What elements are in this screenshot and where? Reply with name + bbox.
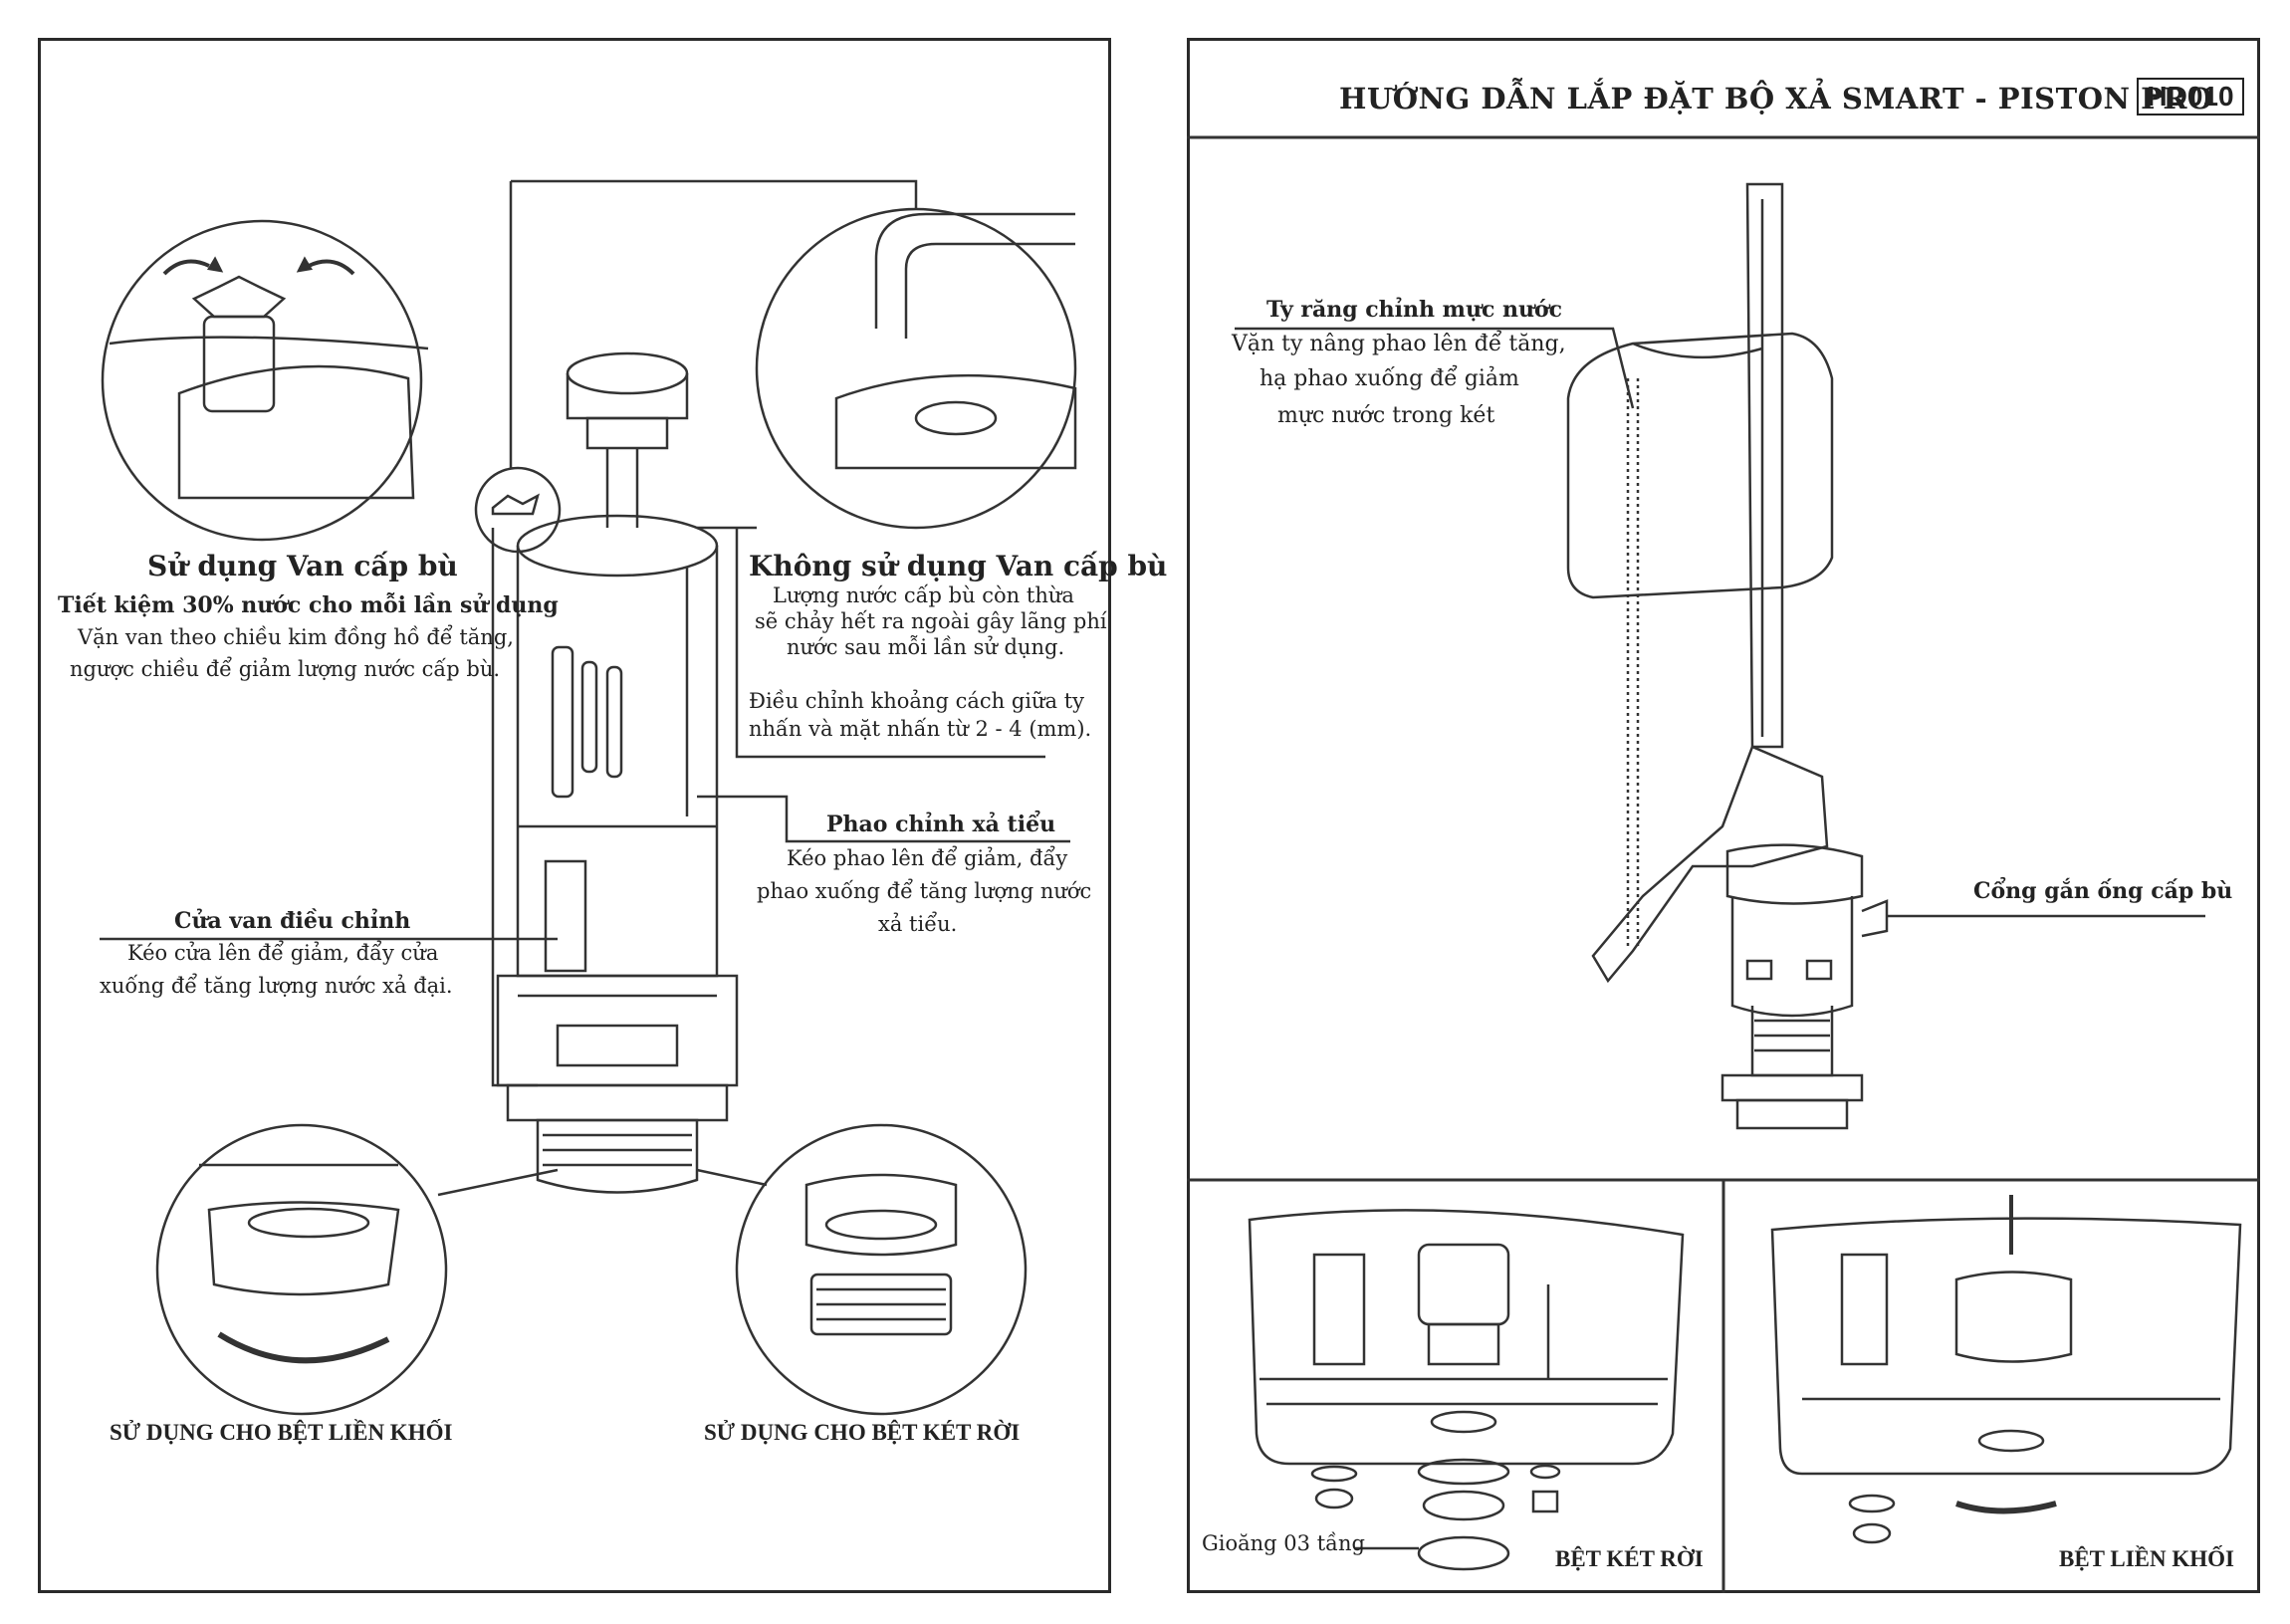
no-valve-line4: Điều chỉnh khoảng cách giữa ty (749, 689, 1084, 713)
no-valve-line5: nhấn và mặt nhấn từ 2 - 4 (mm). (749, 717, 1092, 741)
gate-line2: xuống để tăng lượng nước xả đại. (100, 974, 453, 998)
gate-title: Cửa van điều chỉnh (174, 908, 411, 934)
bottom-caption-one-piece: BỆT LIỀN KHỐI (2059, 1546, 2234, 1571)
gate-line1: Kéo cửa lên để giảm, đẩy cửa (127, 941, 439, 965)
flush-valve-body (474, 351, 739, 1194)
float-line2: phao xuống để tăng lượng nước (757, 879, 1092, 903)
one-piece-detail-circle (155, 1123, 559, 1416)
leader-float (697, 795, 1070, 843)
document-code-badge: HD010 (2137, 78, 2244, 116)
rod-leader (1235, 327, 1635, 409)
use-valve-subtitle: Tiết kiệm 30% nước cho mỗi lần sử dụng (58, 592, 559, 618)
two-piece-detail-circle (696, 1123, 1028, 1416)
no-valve-title: Không sử dụng Van cấp bù (749, 550, 1168, 582)
bottom-caption-two-piece: BỆT KÉT RỜI (1555, 1546, 1704, 1571)
float-line1: Kéo phao lên để giảm, đẩy (787, 846, 1068, 870)
left-panel (38, 38, 1111, 1593)
tank-two-piece (1248, 1209, 1685, 1571)
caption-one-piece: SỬ DỤNG CHO BỆT LIỀN KHỐI (110, 1420, 453, 1445)
use-valve-title: Sử dụng Van cấp bù (147, 550, 458, 582)
port-label: Cổng gắn ống cấp bù (1973, 878, 2233, 904)
use-valve-line1: Vặn van theo chiều kim đồng hồ để tăng, (78, 625, 514, 649)
valve-detail-circle (101, 219, 429, 542)
gasket-label: Gioăng 03 tầng (1202, 1531, 1365, 1555)
rod-line1: Vặn ty nâng phao lên để tăng, (1232, 332, 1566, 356)
no-valve-line1: Lượng nước cấp bù còn thừa (773, 583, 1074, 607)
rod-line2: hạ phao xuống để giảm (1260, 366, 1519, 391)
no-valve-line3: nước sau mỗi lần sử dụng. (787, 635, 1065, 659)
leader-no-valve (735, 528, 1045, 759)
no-valve-detail-circle (755, 207, 1077, 530)
caption-two-piece: SỬ DỤNG CHO BỆT KÉT RỜI (704, 1420, 1021, 1445)
rod-title: Ty răng chỉnh mực nước (1266, 297, 1563, 323)
no-valve-line2: sẽ chảy hết ra ngoài gây lãng phí (755, 609, 1107, 633)
tank-one-piece (1770, 1195, 2242, 1544)
page-title: HƯỚNG DẪN LẮP ĐẶT BỘ XẢ SMART - PISTON P… (1339, 82, 2213, 116)
leader-top (511, 179, 918, 209)
rod-line3: mực nước trong két (1277, 403, 1495, 428)
fill-valve (1566, 182, 2205, 1130)
float-title: Phao chỉnh xả tiểu (826, 812, 1056, 837)
float-line3: xả tiểu. (878, 912, 958, 936)
use-valve-line2: ngược chiều để giảm lượng nước cấp bù. (70, 657, 501, 681)
